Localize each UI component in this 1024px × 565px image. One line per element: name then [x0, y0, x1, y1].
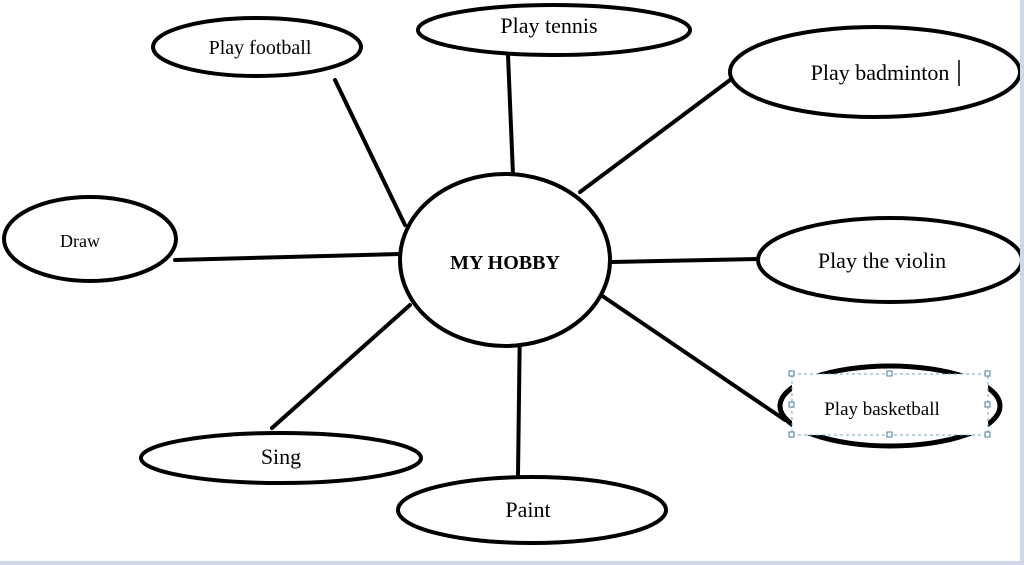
resize-handle-top-right[interactable]	[984, 370, 991, 377]
resize-handle-bottom-center[interactable]	[886, 431, 893, 438]
connector-play-tennis	[506, 53, 515, 177]
node-paint[interactable]: Paint	[396, 475, 668, 545]
node-label-play-basketball: Play basketball	[824, 399, 940, 420]
node-label-play-football: Play football	[209, 37, 312, 59]
node-label-play-the-violin: Play the violin	[818, 248, 946, 273]
node-draw[interactable]: Draw	[2, 195, 178, 283]
node-play-football[interactable]: Play football	[151, 16, 363, 78]
connector-play-football	[333, 78, 407, 227]
selection-box	[791, 373, 989, 436]
node-label-sing: Sing	[261, 444, 301, 469]
connector-sing	[270, 303, 412, 430]
node-ellipse	[139, 431, 423, 485]
node-label-play-badminton: Play badminton	[811, 60, 950, 85]
resize-handle-middle-right[interactable]	[984, 401, 991, 408]
node-ellipse	[728, 25, 1020, 119]
center-node[interactable]: MY HOBBY	[398, 172, 612, 348]
connector-play-basketball	[596, 291, 787, 422]
node-play-the-violin[interactable]: Play the violin	[756, 216, 1020, 304]
center-ellipse	[398, 172, 612, 348]
node-label-paint: Paint	[505, 497, 550, 522]
resize-handle-middle-left[interactable]	[788, 401, 795, 408]
resize-handle-top-center[interactable]	[886, 370, 893, 377]
node-ellipse	[2, 195, 178, 283]
node-play-badminton[interactable]: Play badminton	[728, 25, 1020, 119]
connector-play-badminton	[578, 78, 732, 194]
connector-play-the-violin	[610, 257, 760, 264]
center-label: MY HOBBY	[450, 252, 560, 274]
node-ellipse	[151, 16, 363, 78]
node-ellipse	[416, 3, 692, 57]
node-play-tennis[interactable]: Play tennis	[416, 3, 692, 57]
node-label-draw: Draw	[60, 231, 100, 251]
connector-draw	[173, 252, 402, 262]
node-ellipse	[396, 475, 668, 545]
resize-handle-bottom-right[interactable]	[984, 431, 991, 438]
resize-handle-top-left[interactable]	[788, 370, 795, 377]
node-play-basketball[interactable]: Play basketball	[777, 363, 1003, 449]
resize-handle-bottom-left[interactable]	[788, 431, 795, 438]
node-label-play-tennis: Play tennis	[500, 13, 597, 38]
node-sing[interactable]: Sing	[139, 431, 423, 485]
node-ellipse	[756, 216, 1020, 304]
